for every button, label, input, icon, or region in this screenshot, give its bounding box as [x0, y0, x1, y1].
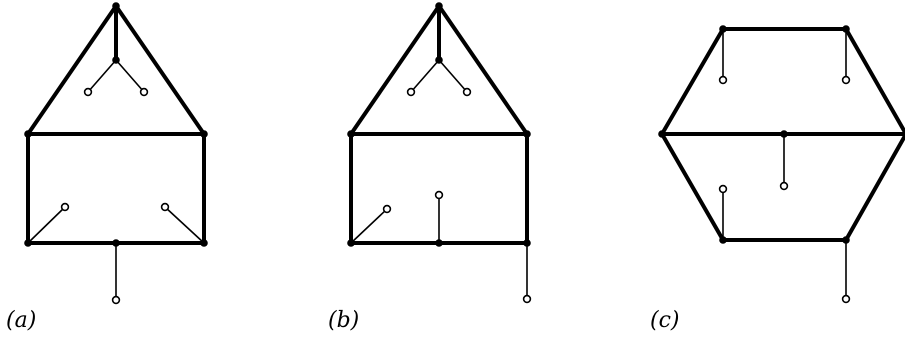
figure-b-node-l2 [462, 87, 472, 97]
figure-b-node-l3 [382, 204, 392, 214]
figure-a-node-l1 [83, 87, 93, 97]
figure-c-edge-mr-br [844, 132, 905, 242]
figure-c-node-ml [658, 130, 666, 138]
figure-b-edge-bl-l3 [350, 208, 388, 244]
figure-a-node-l5 [111, 295, 121, 305]
figure-b-edge-hub-l1 [410, 59, 440, 93]
figure-b-edge-hub-l2 [438, 59, 468, 93]
figure-a-edge-apex-tl [26, 4, 118, 136]
figure-c-label: (c) [650, 308, 680, 333]
figure-b-label: (b) [328, 308, 359, 333]
figure-a-node-bm [112, 239, 120, 247]
figure-a-node-bl [24, 239, 32, 247]
figure-b-node-tr [523, 130, 531, 138]
figure-a-edge-hub-l2 [115, 59, 145, 93]
figure-b-node-br [523, 239, 531, 247]
figure-b-node-bm [435, 239, 443, 247]
figure-a-edge-apex-tr [114, 4, 206, 136]
figure-c-edge-ml-tl [660, 27, 725, 136]
figure-c-node-l3 [779, 181, 789, 191]
figure-b-node-tl [347, 130, 355, 138]
figure-b-node-l5 [522, 294, 532, 304]
figure-a: (a) [6, 2, 208, 333]
figure-a-edge-bl-l3 [27, 206, 66, 244]
figure-a-label: (a) [6, 308, 36, 333]
figure-a-node-hub [112, 56, 120, 64]
figure-c-node-mr [902, 130, 905, 138]
figure-a-node-tl [24, 130, 32, 138]
figure-b-node-l1 [406, 87, 416, 97]
figure-c-edge-tr-mr [844, 27, 905, 136]
figure-a-node-l3 [60, 202, 70, 212]
figure-b: (b) [328, 2, 532, 333]
figure-c-edge-bl-ml [660, 132, 725, 242]
figure-c-node-bl [719, 236, 727, 244]
figure-b-node-bl [347, 239, 355, 247]
figure-c-node-tr [842, 25, 850, 33]
figure-b-node-hub [435, 56, 443, 64]
figure-c-node-tl [719, 25, 727, 33]
figure-b-node-l4 [434, 190, 444, 200]
figure-a-edge-hub-l1 [87, 59, 117, 93]
figure-c-node-br [842, 236, 850, 244]
figure-a-node-l2 [139, 87, 149, 97]
figure-b-edge-apex-tr [437, 4, 529, 136]
figure-c-node-l1 [718, 75, 728, 85]
figure-a-edge-br-l4 [164, 206, 205, 244]
figure-a-node-l4 [160, 202, 170, 212]
figure-c-node-l2 [841, 75, 851, 85]
figure-c-node-mm [780, 130, 788, 138]
figure-c-node-l4 [718, 184, 728, 194]
figure-a-node-tr [200, 130, 208, 138]
figure-b-node-apex [435, 2, 443, 10]
figure-a-node-br [200, 239, 208, 247]
figure-c-node-l5 [841, 294, 851, 304]
figure-c: (c) [650, 25, 905, 333]
figure-b-edge-apex-tl [349, 4, 441, 136]
figure-a-node-apex [112, 2, 120, 10]
